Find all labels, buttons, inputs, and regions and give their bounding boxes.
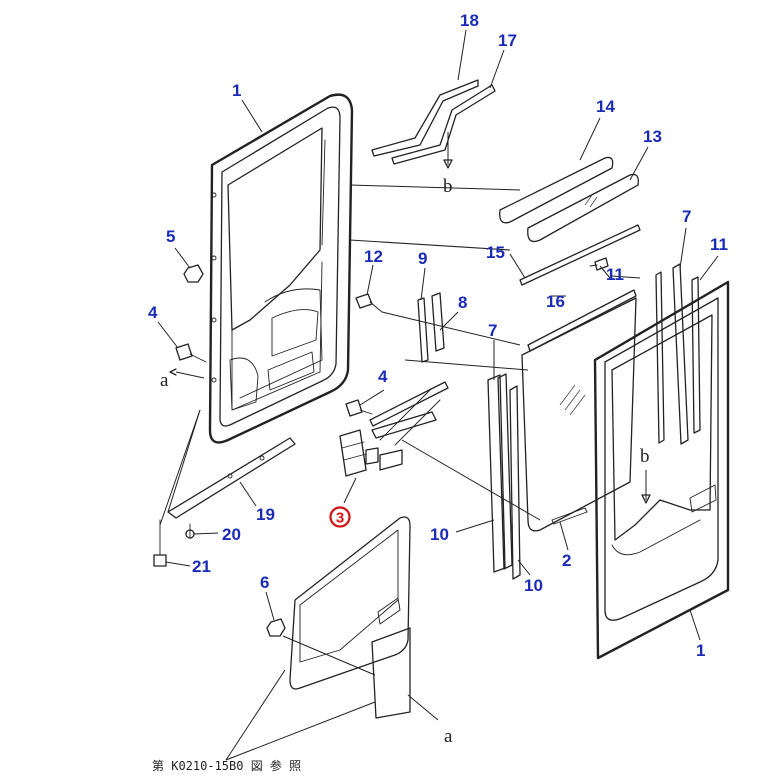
label-1-frame: 1 xyxy=(232,81,241,100)
channel-7-right xyxy=(672,263,689,445)
channel-11-right xyxy=(655,271,701,444)
bolt-21 xyxy=(153,519,167,567)
glass-strip-14 xyxy=(499,156,614,224)
highlight-part-3[interactable]: 3 xyxy=(329,506,351,528)
glass-panel-13 xyxy=(527,173,639,243)
ref-a-left: a xyxy=(160,370,169,391)
channel-10-center xyxy=(497,373,521,580)
label-13: 13 xyxy=(643,127,662,146)
upper-rail-17 xyxy=(391,84,496,165)
highlight-circle xyxy=(329,506,351,528)
label-14: 14 xyxy=(596,97,615,116)
bolt-4-left xyxy=(175,343,207,363)
label-11-mid: 11 xyxy=(606,265,624,284)
door-lock-3 xyxy=(339,429,403,477)
strip-9 xyxy=(417,297,429,363)
strip-2 xyxy=(551,507,588,525)
footnote: 第 K0210-15B0 図 参 照 xyxy=(152,758,301,773)
label-15: 15 xyxy=(486,243,505,262)
label-19: 19 xyxy=(256,505,275,524)
label-21: 21 xyxy=(192,557,211,576)
strip-11 xyxy=(527,289,637,352)
ref-b-top: b xyxy=(443,176,453,197)
label-5: 5 xyxy=(166,227,175,246)
label-17: 17 xyxy=(498,31,517,50)
construction-lines xyxy=(159,184,541,761)
label-1-door: 1 xyxy=(696,641,705,660)
strip-15 xyxy=(519,224,641,286)
upper-rail-18 xyxy=(371,79,479,157)
reference-letters: a a b b xyxy=(160,176,650,747)
bolt-4-center xyxy=(345,399,373,417)
inner-trim-panel xyxy=(289,516,411,719)
clip-16 xyxy=(589,257,609,271)
strip-8 xyxy=(431,292,445,352)
channel-7-center xyxy=(487,374,506,573)
label-4-center: 4 xyxy=(378,367,388,386)
outer-door xyxy=(593,280,730,660)
glass-pane xyxy=(521,297,637,532)
screw-20 xyxy=(185,523,195,539)
label-16: 16 xyxy=(546,292,565,311)
nut-5 xyxy=(183,264,204,283)
label-12: 12 xyxy=(364,247,383,266)
ref-b-door: b xyxy=(640,446,650,467)
label-18: 18 xyxy=(460,11,479,30)
label-7-right: 7 xyxy=(682,207,691,226)
label-3: 3 xyxy=(336,510,344,527)
label-11-right: 11 xyxy=(710,235,728,254)
ref-a-bottom: a xyxy=(444,726,453,747)
label-10-left: 10 xyxy=(430,525,449,544)
bolt-12 xyxy=(355,293,383,313)
label-2: 2 xyxy=(562,551,571,570)
nut-6 xyxy=(266,618,286,637)
label-9: 9 xyxy=(418,249,427,268)
part-labels: 18 17 1 14 13 5 7 11 15 11 12 9 16 8 4 7… xyxy=(148,11,728,660)
label-7-center: 7 xyxy=(488,321,497,340)
label-6: 6 xyxy=(260,573,269,592)
window-regulator xyxy=(369,381,449,446)
label-8: 8 xyxy=(458,293,467,312)
door-frame xyxy=(208,93,354,444)
label-leaders xyxy=(157,29,719,641)
bracket-19 xyxy=(167,437,296,519)
label-4-left: 4 xyxy=(148,303,158,322)
label-10-right: 10 xyxy=(524,576,543,595)
label-20: 20 xyxy=(222,525,241,544)
